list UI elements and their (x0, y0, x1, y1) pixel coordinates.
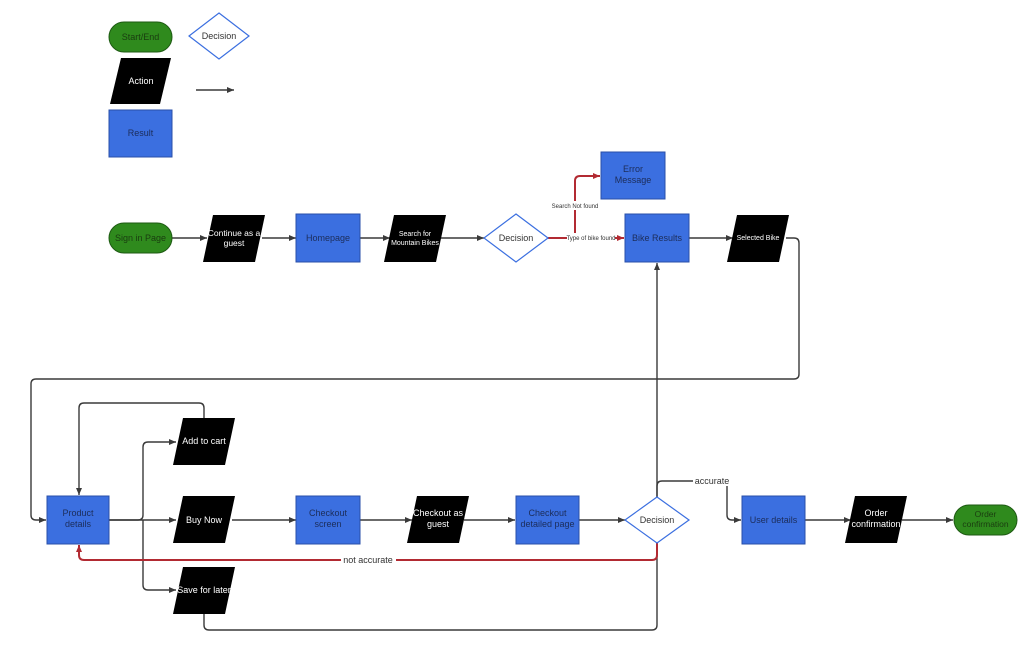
svg-text:Selected Bike: Selected Bike (737, 235, 780, 242)
edge-productdetails-saveforlater (142, 520, 176, 593)
svg-text:Decision: Decision (202, 31, 237, 41)
svg-text:Search for: Search for (399, 231, 432, 238)
node-bike-results: Bike Results (624, 213, 690, 263)
node-checkout-detailed-page: Checkout detailed page (515, 495, 580, 545)
svg-text:Homepage: Homepage (306, 233, 350, 243)
node-selected-bike: Selected Bike (727, 215, 789, 262)
svg-text:Product: Product (62, 508, 94, 518)
node-save-for-later: Save for later (173, 567, 235, 614)
svg-text:User details: User details (750, 515, 798, 525)
legend-result: Result (108, 109, 173, 158)
svg-text:Start/End: Start/End (122, 32, 160, 42)
svg-text:Order: Order (864, 508, 887, 518)
svg-text:Save for later: Save for later (177, 585, 231, 595)
legend-start-end: Start/End (108, 21, 173, 53)
svg-text:confirmation: confirmation (962, 519, 1009, 529)
node-checkout-as-guest: Checkout as guest (407, 496, 469, 543)
svg-text:Checkout: Checkout (309, 508, 348, 518)
node-homepage: Homepage (295, 213, 361, 263)
node-error-message: Error Message (600, 151, 666, 200)
edge-productdetails-addtocart (109, 439, 176, 521)
svg-text:details: details (65, 519, 92, 529)
svg-text:Type of bike found: Type of bike found (566, 236, 615, 242)
svg-text:guest: guest (427, 519, 450, 529)
svg-text:guest: guest (224, 238, 245, 248)
node-order-confirmation-action: Order confirmation (845, 496, 907, 543)
svg-text:Message: Message (615, 175, 652, 185)
svg-text:Decision: Decision (640, 515, 675, 525)
legend-action: Action (110, 58, 171, 104)
node-order-confirmation-end: Order confirmation (953, 504, 1018, 536)
edge-addtocart-productdetails (76, 402, 205, 495)
svg-text:Order: Order (975, 509, 997, 519)
svg-text:Action: Action (128, 76, 153, 86)
svg-text:confirmation: confirmation (851, 519, 900, 529)
svg-text:Continue as a: Continue as a (208, 228, 261, 238)
svg-text:detailed page: detailed page (520, 519, 574, 529)
node-user-details: User details (741, 495, 806, 545)
edge-selected-productdetails (30, 237, 800, 523)
svg-text:not accurate: not accurate (343, 555, 393, 565)
node-sign-in-page: Sign in Page (108, 222, 173, 254)
svg-text:screen: screen (314, 519, 341, 529)
node-search-mountain-bikes: Search for Mountain Bikes (384, 215, 446, 262)
edge-label-not-accurate: not accurate (341, 553, 396, 565)
svg-text:Search Not found: Search Not found (552, 204, 599, 210)
edge-label-type-of-bike-found: Type of bike found (566, 233, 616, 242)
svg-text:Error: Error (623, 164, 643, 174)
svg-text:Bike Results: Bike Results (632, 233, 683, 243)
node-product-details: Product details (46, 495, 110, 545)
svg-text:Checkout as: Checkout as (413, 508, 464, 518)
node-continue-as-guest: Continue as a guest (203, 215, 265, 262)
svg-text:Sign in Page: Sign in Page (115, 233, 166, 243)
svg-text:accurate: accurate (695, 476, 730, 486)
legend-decision: Decision (188, 12, 250, 60)
svg-text:Checkout: Checkout (528, 508, 567, 518)
svg-text:Mountain Bikes: Mountain Bikes (391, 240, 439, 247)
svg-text:Buy Now: Buy Now (186, 515, 223, 525)
edge-label-search-not-found: Search Not found (552, 201, 599, 210)
node-add-to-cart: Add to cart (173, 418, 235, 465)
svg-text:Add to cart: Add to cart (182, 436, 226, 446)
node-buy-now: Buy Now (173, 496, 235, 543)
svg-text:Result: Result (128, 128, 154, 138)
node-checkout-screen: Checkout screen (295, 495, 361, 545)
svg-text:Decision: Decision (499, 233, 534, 243)
node-decision-accuracy: Decision (623, 496, 691, 544)
edge-label-accurate: accurate (693, 474, 731, 486)
node-decision-search: Decision (483, 213, 549, 263)
edge-saveforlater-bikeresults (203, 263, 660, 631)
